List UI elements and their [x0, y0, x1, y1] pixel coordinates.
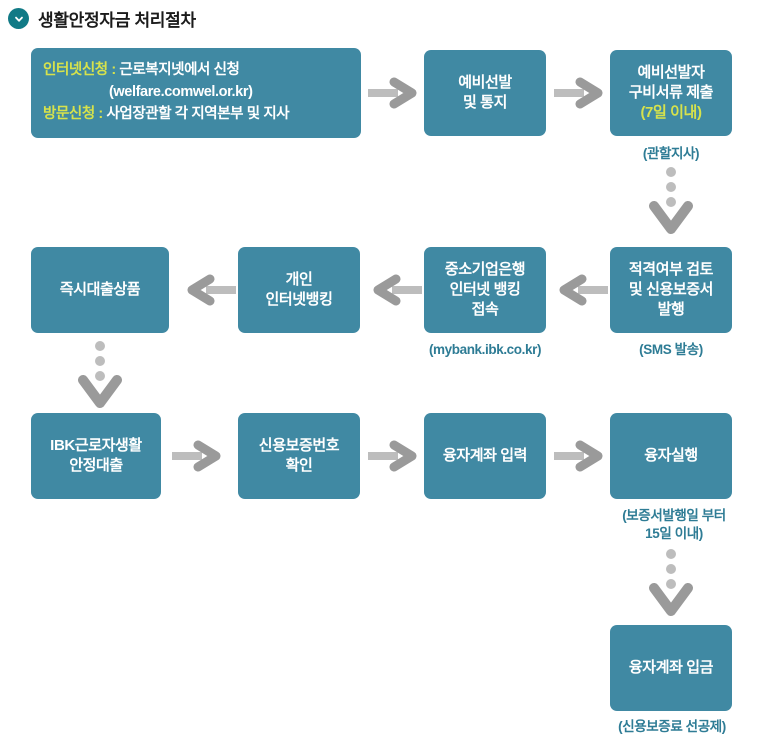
node-guaranteeno-line-0: 신용보증번호 [258, 437, 340, 455]
node-ibkloan-line-0: IBK근로자생활 [50, 437, 142, 455]
node-docs-accent: (7일 이내) [640, 103, 702, 121]
caption-ibknet: (mybank.ibk.co.kr) [428, 342, 542, 357]
node-instantloan-line-0: 즉시대출상품 [59, 281, 141, 299]
node-review-line-0: 적격여부 검토 [628, 261, 714, 279]
node-guaranteeno-line-1: 확인 [285, 457, 313, 474]
arrow-down-dotted-instantloan-to-ibkloan [77, 340, 123, 414]
node-deposit-line-0: 융자계좌 입금 [628, 659, 714, 677]
node-guarantee-number-check[interactable]: 신용보증번호 확인 [238, 413, 360, 499]
intake-row-1: (welfare.comwel.or.kr) [43, 82, 253, 104]
node-preselect-line-0: 예비선발 [458, 74, 512, 92]
intake-value-2: 사업장관할 각 지역본부 및 지사 [106, 105, 290, 122]
caption-review: (SMS 발송) [639, 342, 703, 357]
intake-label-0: 인터넷신청 : [43, 62, 116, 79]
intake-value-0: 근로복지넷에서 신청 [119, 62, 240, 79]
arrow-down-dotted-loanexec-to-deposit [648, 548, 694, 622]
node-personalnet-line-1: 인터넷뱅킹 [265, 291, 333, 308]
node-docs[interactable]: 예비선발자 구비서류 제출 (7일 이내) [610, 50, 732, 136]
node-preselect-line-1: 및 통지 [463, 94, 507, 111]
page-title: 생활안정자금 처리절차 [38, 11, 196, 30]
intake-value-1: (welfare.comwel.or.kr) [109, 84, 253, 101]
node-docs-line-0: 예비선발자 [637, 64, 705, 82]
node-ibkloan-line-1: 안정대출 [69, 457, 123, 474]
intake-row-0: 인터넷신청 : 근로복지넷에서 신청 [43, 60, 240, 82]
arrow-right-accountinput-to-loanexec [554, 439, 608, 473]
node-review-line-1: 및 신용보증서 [628, 281, 714, 299]
node-docs-line-1: 구비서류 제출 [628, 84, 714, 102]
caption-deposit: (신용보증료 선공제) [618, 719, 726, 734]
caption-loanexec-line-0: (보증서발행일 부터 [622, 508, 726, 523]
node-ibknet-line-2: 접속 [471, 300, 499, 318]
node-review-line-2: 발행 [657, 300, 685, 318]
node-instant-loan-product[interactable]: 즉시대출상품 [31, 247, 169, 333]
arrow-right-guaranteeno-to-accountinput [368, 439, 422, 473]
chevron-down-circle-icon [8, 8, 29, 29]
arrow-left-review-to-ibknet [554, 273, 608, 307]
caption-loanexec-line-1: 15일 이내) [645, 525, 703, 541]
node-ibk-internet-banking[interactable]: 중소기업은행 인터넷 뱅킹 접속 [424, 247, 546, 333]
node-personalnet-line-0: 개인 [285, 271, 313, 289]
node-intake[interactable]: 인터넷신청 : 근로복지넷에서 신청 (welfare.comwel.or.kr… [31, 48, 361, 138]
caption-docs: (관할지사) [642, 146, 700, 161]
arrow-right-intake-to-preselect [368, 76, 422, 110]
node-review[interactable]: 적격여부 검토 및 신용보증서 발행 [610, 247, 732, 333]
node-loan-account-input[interactable]: 융자계좌 입력 [424, 413, 546, 499]
node-loanexec-line-0: 융자실행 [644, 447, 698, 465]
node-ibknet-line-0: 중소기업은행 [444, 261, 526, 279]
node-ibk-worker-living-loan[interactable]: IBK근로자생활 안정대출 [31, 413, 161, 499]
intake-label-2: 방문신청 : [43, 105, 103, 122]
node-loan-execution[interactable]: 융자실행 [610, 413, 732, 499]
node-ibknet-line-1: 인터넷 뱅킹 [449, 281, 521, 299]
node-loan-account-deposit[interactable]: 융자계좌 입금 [610, 625, 732, 711]
node-personal-internet-banking[interactable]: 개인 인터넷뱅킹 [238, 247, 360, 333]
arrow-left-personalnet-to-instantloan [182, 273, 236, 307]
section-header: 생활안정자금 처리절차 [8, 6, 196, 31]
caption-loan-execution: (보증서발행일 부터 15일 이내) [604, 507, 744, 542]
arrow-right-ibkloan-to-guaranteeno [172, 439, 226, 473]
node-accountinput-line-0: 융자계좌 입력 [442, 447, 528, 465]
node-preselect[interactable]: 예비선발 및 통지 [424, 50, 546, 136]
arrow-down-dotted-docs-to-review [648, 166, 694, 240]
intake-row-2: 방문신청 : 사업장관할 각 지역본부 및 지사 [43, 104, 290, 126]
arrow-right-preselect-to-docs [554, 76, 608, 110]
arrow-left-ibknet-to-personalnet [368, 273, 422, 307]
